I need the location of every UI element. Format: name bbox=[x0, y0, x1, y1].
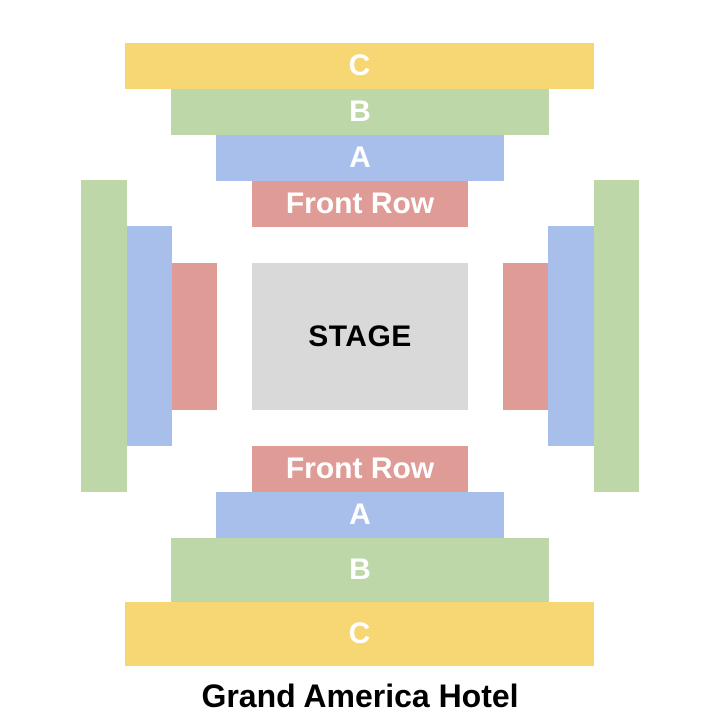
bottom-section-b[interactable]: B bbox=[171, 538, 549, 602]
bottom-section-c-label: C bbox=[348, 617, 371, 650]
top-section-b-label: B bbox=[349, 95, 371, 128]
stage-label: STAGE bbox=[308, 319, 412, 353]
bottom-section-b-label: B bbox=[349, 553, 371, 586]
top-section-b[interactable]: B bbox=[171, 89, 549, 135]
venue-name: Grand America Hotel bbox=[201, 678, 519, 714]
right-front-row[interactable] bbox=[503, 263, 548, 410]
stage: STAGE bbox=[252, 263, 468, 410]
top-front-row-label: Front Row bbox=[285, 187, 435, 220]
bottom-front-row-label: Front Row bbox=[285, 452, 435, 485]
top-front-row[interactable]: Front Row bbox=[252, 181, 468, 227]
bottom-section-a-label: A bbox=[349, 498, 371, 531]
right-section-b[interactable] bbox=[594, 180, 639, 492]
left-front-row[interactable] bbox=[172, 263, 217, 410]
left-section-b[interactable] bbox=[81, 180, 127, 492]
bottom-front-row[interactable]: Front Row bbox=[252, 446, 468, 492]
left-section-a[interactable] bbox=[127, 226, 172, 446]
bottom-section-c[interactable]: C bbox=[125, 602, 594, 666]
top-section-a-label: A bbox=[349, 141, 371, 174]
right-section-a[interactable] bbox=[548, 226, 594, 446]
top-section-c-label: C bbox=[348, 49, 371, 82]
top-section-a[interactable]: A bbox=[216, 135, 504, 181]
top-section-c[interactable]: C bbox=[125, 43, 594, 89]
bottom-section-a[interactable]: A bbox=[216, 492, 504, 538]
